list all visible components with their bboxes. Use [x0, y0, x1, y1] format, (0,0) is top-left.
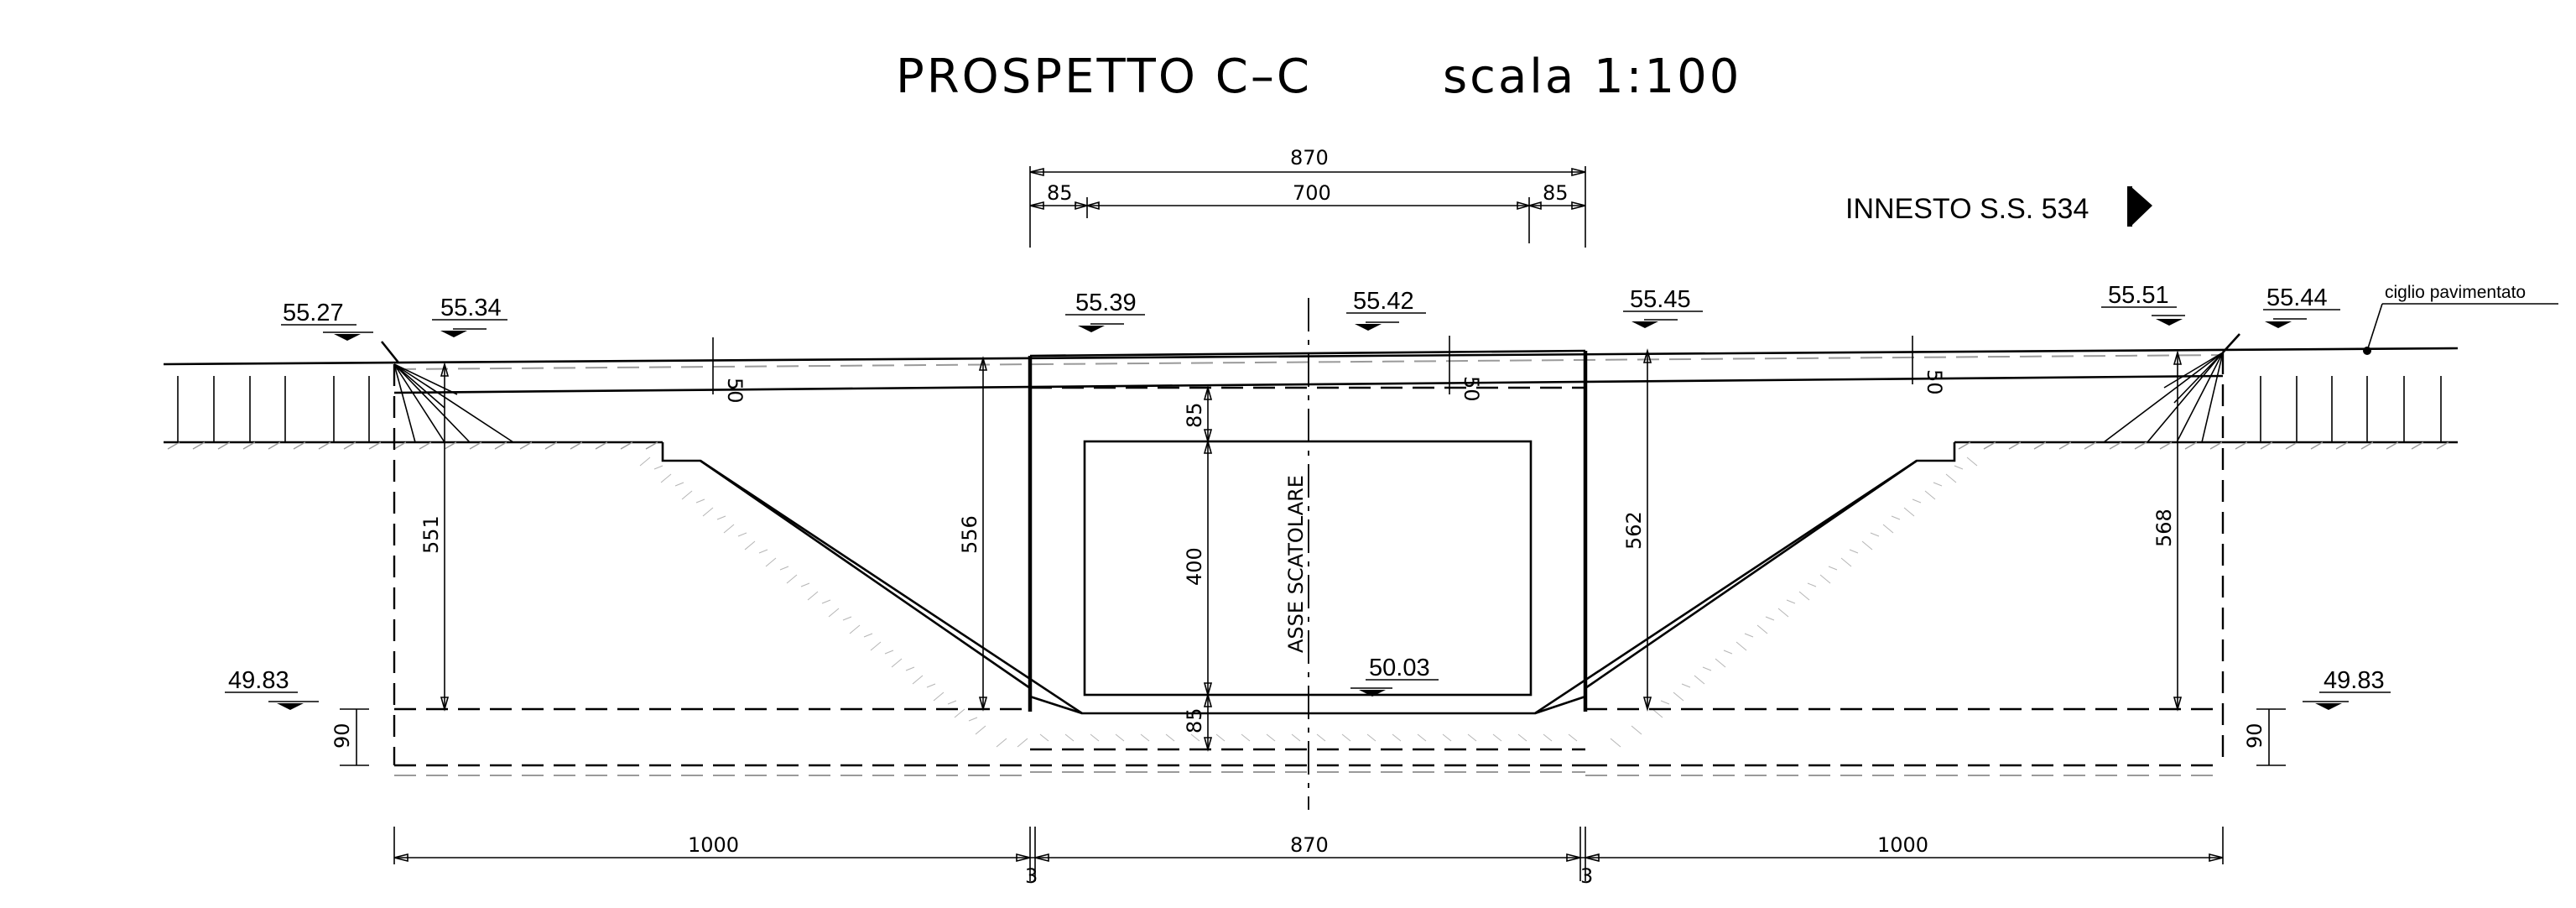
axis-label: ASSE SCATOLARE [1284, 475, 1308, 653]
dim-bottom-left-span: 1000 [688, 833, 739, 857]
dim-footing-right: 90 [2243, 723, 2266, 749]
dim-pavement-left: 50 [723, 378, 747, 404]
direction-arrow-stem [2127, 186, 2132, 227]
elev-box-invert: 50.03 [1369, 655, 1430, 681]
dim-wall-left: 85 [1047, 181, 1073, 205]
road-surface [163, 347, 2459, 394]
dim-opening: 700 [1293, 181, 1331, 205]
ground-hatch [164, 441, 2458, 748]
dim-height-left-wing: 551 [419, 515, 443, 554]
dim-bottom-center-span: 870 [1290, 833, 1329, 857]
dim-wall-right: 85 [1543, 181, 1569, 205]
dim-height-right-wall: 562 [1622, 511, 1646, 550]
dim-top-slab: 85 [1183, 402, 1206, 428]
dim-joint-left: 3 [1025, 864, 1038, 888]
embankment-fans [380, 333, 2240, 443]
elevation-markers [225, 303, 2558, 710]
dim-pavement-center: 50 [1460, 376, 1483, 402]
drawing-title: PROSPETTO C–C [896, 50, 1312, 104]
elev-right-road-b: 55.44 [2266, 284, 2328, 311]
dim-bottom-slab: 85 [1183, 707, 1206, 733]
dim-height-right-wing: 568 [2152, 509, 2176, 547]
elev-left-road-b: 55.34 [440, 295, 502, 321]
box-culvert [1028, 351, 1588, 773]
dim-pavement-right: 50 [1923, 369, 1946, 395]
elev-right-road-a: 55.51 [2108, 282, 2169, 309]
dim-footing-left: 90 [330, 723, 354, 749]
elev-box-right: 55.45 [1630, 286, 1691, 313]
foundations [393, 352, 2225, 776]
elev-left-road-a: 55.27 [283, 300, 344, 326]
innesto-label: INNESTO S.S. 534 [1845, 193, 2089, 225]
dim-total-width: 870 [1290, 146, 1329, 170]
culvert-opening [1083, 440, 1533, 697]
guardrail-posts [177, 376, 2442, 443]
drawing-scale: scala 1:100 [1443, 50, 1741, 104]
dim-bottom-right-span: 1000 [1877, 833, 1928, 857]
vertical-dimensions [340, 336, 2286, 766]
elev-left-foundation: 49.83 [228, 667, 289, 694]
dim-height-left-wall: 556 [958, 515, 981, 554]
road-edge-note: ciglio pavimentato [2385, 283, 2526, 302]
elev-right-foundation: 49.83 [2324, 667, 2385, 694]
dim-joint-right: 3 [1580, 864, 1593, 888]
elev-box-center: 55.42 [1353, 288, 1414, 315]
dim-opening-height: 400 [1183, 547, 1206, 586]
elev-box-left: 55.39 [1075, 290, 1137, 316]
direction-arrow-icon [2131, 186, 2152, 227]
top-dimensions [1029, 166, 1586, 248]
bottom-dimensions [393, 827, 2224, 881]
